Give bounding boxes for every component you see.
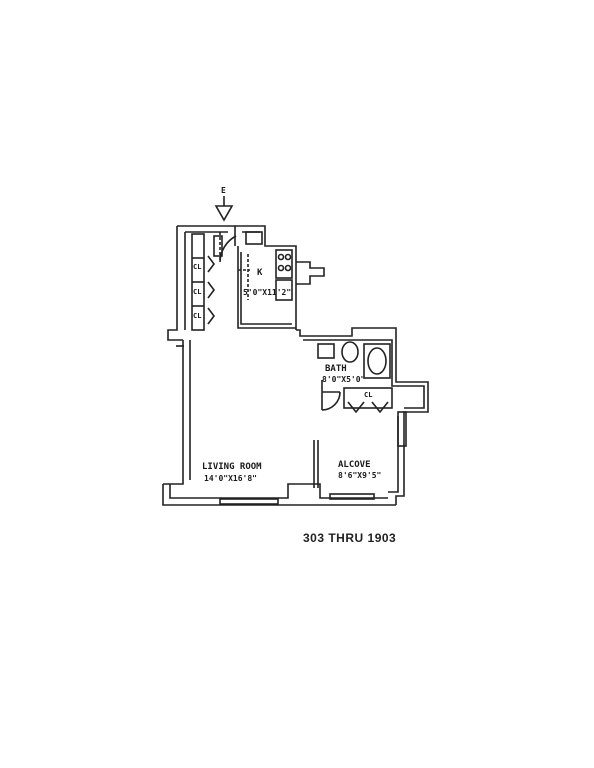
- bath-name: BATH: [325, 364, 347, 374]
- alcove-dims: 8'6"X9'5": [338, 471, 382, 480]
- bath-closet: [343, 387, 393, 414]
- left-closets: [191, 233, 223, 331]
- closet-label-2: CL: [193, 288, 202, 296]
- entry-door: [219, 232, 237, 263]
- kitchen-name: K: [257, 268, 263, 278]
- kitchen-appliances: [238, 249, 293, 301]
- bath-fixtures: [317, 341, 391, 411]
- kitchen-dims: 5'0"X11'2": [243, 288, 292, 297]
- entry-label: E: [221, 186, 226, 195]
- entry-arrow-icon: [214, 196, 234, 222]
- alcove-name: ALCOVE: [338, 460, 371, 470]
- outer-walls: [162, 225, 429, 506]
- closet-label-4: CL: [364, 391, 373, 399]
- living-room-name: LIVING ROOM: [202, 462, 262, 472]
- closet-label-1: CL: [193, 263, 202, 271]
- living-room-dims: 14'0"X16'8": [204, 474, 257, 483]
- closet-label-3: CL: [193, 312, 202, 320]
- bath-dims: 8'0"X5'0": [322, 375, 366, 384]
- unit-range-caption: 303 THRU 1903: [303, 531, 397, 545]
